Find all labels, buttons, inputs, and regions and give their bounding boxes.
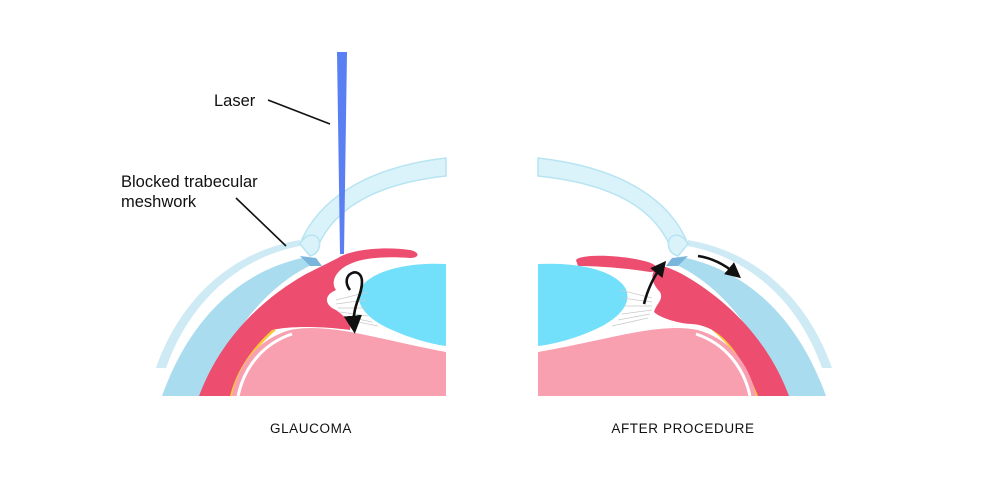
right-limbus: [667, 234, 689, 257]
meshwork-pointer-line: [235, 197, 287, 247]
right-gap: [695, 332, 752, 397]
laser-pointer-line: [267, 99, 331, 125]
right-iris-strip: [576, 255, 658, 272]
left-cornea: [298, 157, 447, 247]
right-fluid-arrow-up: [642, 260, 667, 305]
left-eye-glaucoma: [156, 52, 447, 397]
laser-beam: [337, 52, 347, 254]
right-outer-shell: [688, 240, 832, 368]
left-gap: [236, 332, 293, 397]
right-meshwork: [666, 256, 688, 266]
left-lens: [358, 263, 446, 346]
glaucoma-caption: GLAUCOMA: [270, 421, 352, 436]
right-lens: [538, 263, 628, 346]
after-procedure-caption: AFTER PROCEDURE: [611, 421, 754, 436]
left-iris-ciliary: [199, 248, 418, 396]
right-iris-ciliary: [652, 266, 789, 396]
right-zonules: [611, 289, 653, 327]
left-vitreous: [232, 328, 446, 396]
left-fluid-arrow: [343, 271, 364, 334]
blocked-meshwork-label-2: meshwork: [121, 193, 197, 211]
left-limbus: [299, 234, 321, 257]
left-outer-shell: [156, 240, 300, 368]
right-cornea: [537, 157, 690, 247]
laser-label: Laser: [214, 92, 256, 110]
blocked-meshwork-label-1: Blocked trabecular: [121, 173, 258, 191]
left-sclera: [162, 258, 318, 396]
right-vitreous: [538, 328, 756, 396]
right-eye-after: [537, 157, 832, 397]
left-meshwork: [300, 256, 322, 266]
right-fluid-arrow-out: [697, 254, 741, 279]
right-sclera: [670, 258, 826, 396]
